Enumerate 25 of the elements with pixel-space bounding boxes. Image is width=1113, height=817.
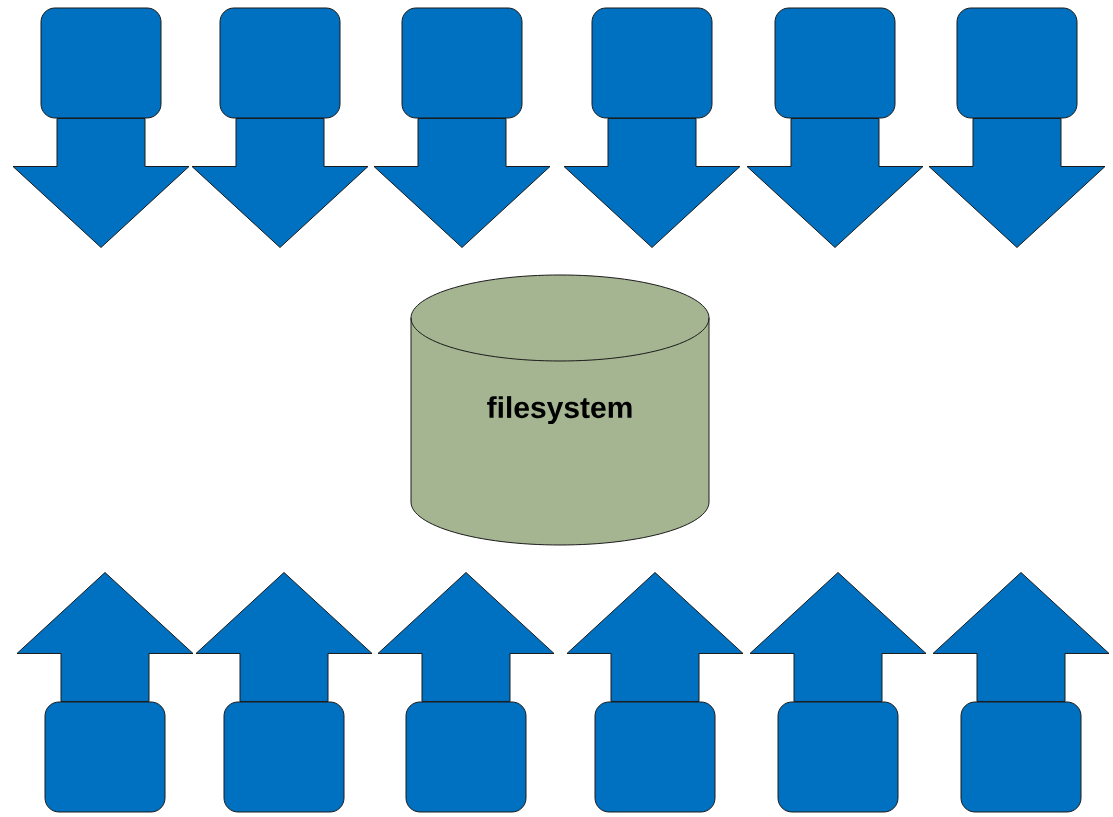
rounded-box: [591, 7, 713, 119]
block-arrow: [928, 118, 1106, 248]
rounded-box: [44, 701, 166, 813]
rounded-box: [405, 701, 527, 813]
block-arrow: [377, 572, 555, 702]
block-arrow: [746, 118, 924, 248]
rounded-box: [777, 701, 899, 813]
cylinder: filesystem: [410, 274, 710, 546]
rounded-box: [960, 701, 1082, 813]
rounded-box: [40, 7, 162, 119]
rounded-box: [594, 701, 716, 813]
rounded-box: [774, 7, 896, 119]
block-arrow: [195, 572, 373, 702]
rounded-box: [401, 7, 523, 119]
block-arrow: [749, 572, 927, 702]
block-arrow: [16, 572, 194, 702]
block-arrow: [191, 118, 369, 248]
block-arrow: [373, 118, 551, 248]
rounded-box: [223, 701, 345, 813]
block-arrow: [12, 118, 190, 248]
rounded-box: [219, 7, 341, 119]
rounded-box: [956, 7, 1078, 119]
block-arrow: [932, 572, 1110, 702]
block-arrow: [563, 118, 741, 248]
block-arrow: [566, 572, 744, 702]
